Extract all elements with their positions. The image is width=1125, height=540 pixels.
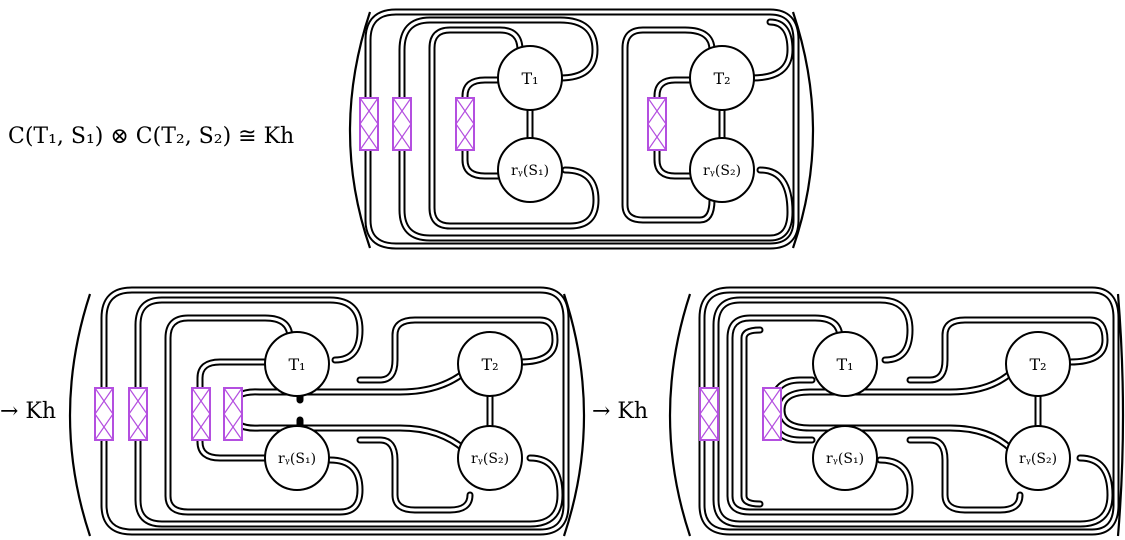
bl-tangles: T₁ rᵧ(S₁) T₂ rᵧ(S₂) <box>264 331 523 491</box>
top-equation: C(T₁, S₁) ⊗ C(T₂, S₂) ≅ Kh <box>8 8 815 250</box>
tangle-s2 <box>689 137 755 203</box>
tangle-t2-label: T₂ <box>713 69 730 88</box>
br-strands <box>698 286 1120 536</box>
bl-tangle-t1 <box>264 331 330 397</box>
lhs-expression: C(T₁, S₁) ⊗ C(T₂, S₂) ≅ Kh <box>8 124 294 149</box>
bl-tangle-s1 <box>264 425 330 491</box>
bl-tangle-t1-label: T₁ <box>288 355 305 374</box>
br-tangle-t2-label: T₂ <box>1029 355 1046 374</box>
top-boxes <box>359 97 667 151</box>
br-tangle-s1 <box>812 425 878 491</box>
bl-tangle-s1-label: rᵧ(S₁) <box>278 451 316 467</box>
bl-tangle-t2-label: T₂ <box>481 355 498 374</box>
br-tangle-t1 <box>812 331 878 397</box>
bottom-right-diagram: → Kh T₁ rᵧ(S₁) <box>592 286 1125 537</box>
left-paren-2 <box>68 293 92 537</box>
right-paren <box>791 11 815 249</box>
bl-tangle-t2 <box>457 331 523 397</box>
tangle-t1-label: T₁ <box>521 69 538 88</box>
br-boxes <box>699 387 782 441</box>
br-tangle-s1-label: rᵧ(S₁) <box>826 451 864 467</box>
tangle-t1 <box>497 45 563 111</box>
left-paren <box>348 11 372 249</box>
arrow-kh-1: → Kh <box>0 399 56 424</box>
left-paren-3 <box>668 293 692 537</box>
tangle-s1-label: rᵧ(S₁) <box>511 163 549 179</box>
br-tangle-t2 <box>1005 331 1071 397</box>
right-paren-3 <box>1116 293 1125 537</box>
br-tangle-s2 <box>1005 425 1071 491</box>
bl-tangle-s2 <box>457 425 523 491</box>
top-tangles: T₁ rᵧ(S₁) T₂ rᵧ(S₂) <box>497 45 755 203</box>
right-paren-2 <box>562 293 586 537</box>
br-tangle-t1-label: T₁ <box>836 355 853 374</box>
top-strands <box>364 8 800 250</box>
bl-tangle-s2-label: rᵧ(S₂) <box>471 451 509 467</box>
tangle-t2 <box>689 45 755 111</box>
br-tangle-s2-label: rᵧ(S₂) <box>1019 451 1057 467</box>
tangle-s2-label: rᵧ(S₂) <box>703 163 741 179</box>
tangle-s1 <box>497 137 563 203</box>
bl-boxes <box>94 387 243 441</box>
arrow-kh-2: → Kh <box>592 399 648 424</box>
bottom-left-diagram: → Kh T₁ rᵧ(S₁) T₂ <box>0 286 586 537</box>
br-tangles: T₁ rᵧ(S₁) T₂ rᵧ(S₂) <box>812 331 1071 491</box>
bl-strands <box>100 286 570 536</box>
